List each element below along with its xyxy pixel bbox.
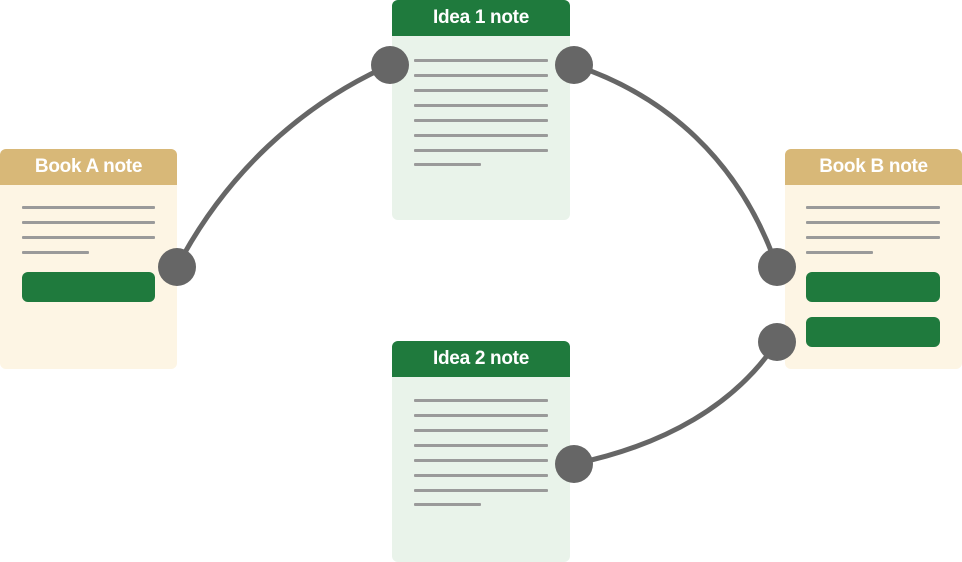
- book-a-note-card[interactable]: Book A note: [0, 149, 177, 369]
- text-line: [414, 429, 548, 432]
- text-line: [806, 206, 940, 209]
- connector-node-idea-2[interactable]: [555, 445, 593, 483]
- text-line: [414, 119, 548, 122]
- connector-node-idea-1-left[interactable]: [371, 46, 409, 84]
- text-line: [414, 163, 481, 166]
- text-line: [414, 104, 548, 107]
- text-line: [22, 251, 89, 254]
- connector-node-book-a[interactable]: [158, 248, 196, 286]
- connector-book-a-to-idea-1: [174, 62, 393, 270]
- text-line: [22, 206, 155, 209]
- idea-1-note-card[interactable]: Idea 1 note: [392, 0, 570, 220]
- text-line: [22, 236, 155, 239]
- book-b-note-title: Book B note: [785, 149, 962, 185]
- idea-1-note-title: Idea 1 note: [392, 0, 570, 36]
- text-line: [22, 221, 155, 224]
- book-a-note-title: Book A note: [0, 149, 177, 185]
- connector-idea-1-to-book-b: [571, 62, 780, 270]
- text-line: [414, 89, 548, 92]
- text-line: [414, 444, 548, 447]
- book-b-note-card[interactable]: Book B note: [785, 149, 962, 369]
- book-b-link-button-1[interactable]: [806, 272, 940, 302]
- idea-2-note-title: Idea 2 note: [392, 341, 570, 377]
- book-b-link-button-2[interactable]: [806, 317, 940, 347]
- text-line: [414, 489, 548, 492]
- text-line: [414, 74, 548, 77]
- text-line: [806, 221, 940, 224]
- connector-idea-2-to-book-b: [571, 339, 780, 467]
- text-line: [806, 251, 873, 254]
- connector-node-idea-1-right[interactable]: [555, 46, 593, 84]
- connector-node-book-b-top[interactable]: [758, 248, 796, 286]
- text-line: [806, 236, 940, 239]
- text-line: [414, 134, 548, 137]
- text-line: [414, 414, 548, 417]
- text-line: [414, 503, 481, 506]
- connector-node-book-b-bottom[interactable]: [758, 323, 796, 361]
- text-line: [414, 459, 548, 462]
- text-line: [414, 474, 548, 477]
- text-line: [414, 399, 548, 402]
- book-a-link-button[interactable]: [22, 272, 155, 302]
- text-line: [414, 59, 548, 62]
- text-line: [414, 149, 548, 152]
- idea-2-note-card[interactable]: Idea 2 note: [392, 341, 570, 562]
